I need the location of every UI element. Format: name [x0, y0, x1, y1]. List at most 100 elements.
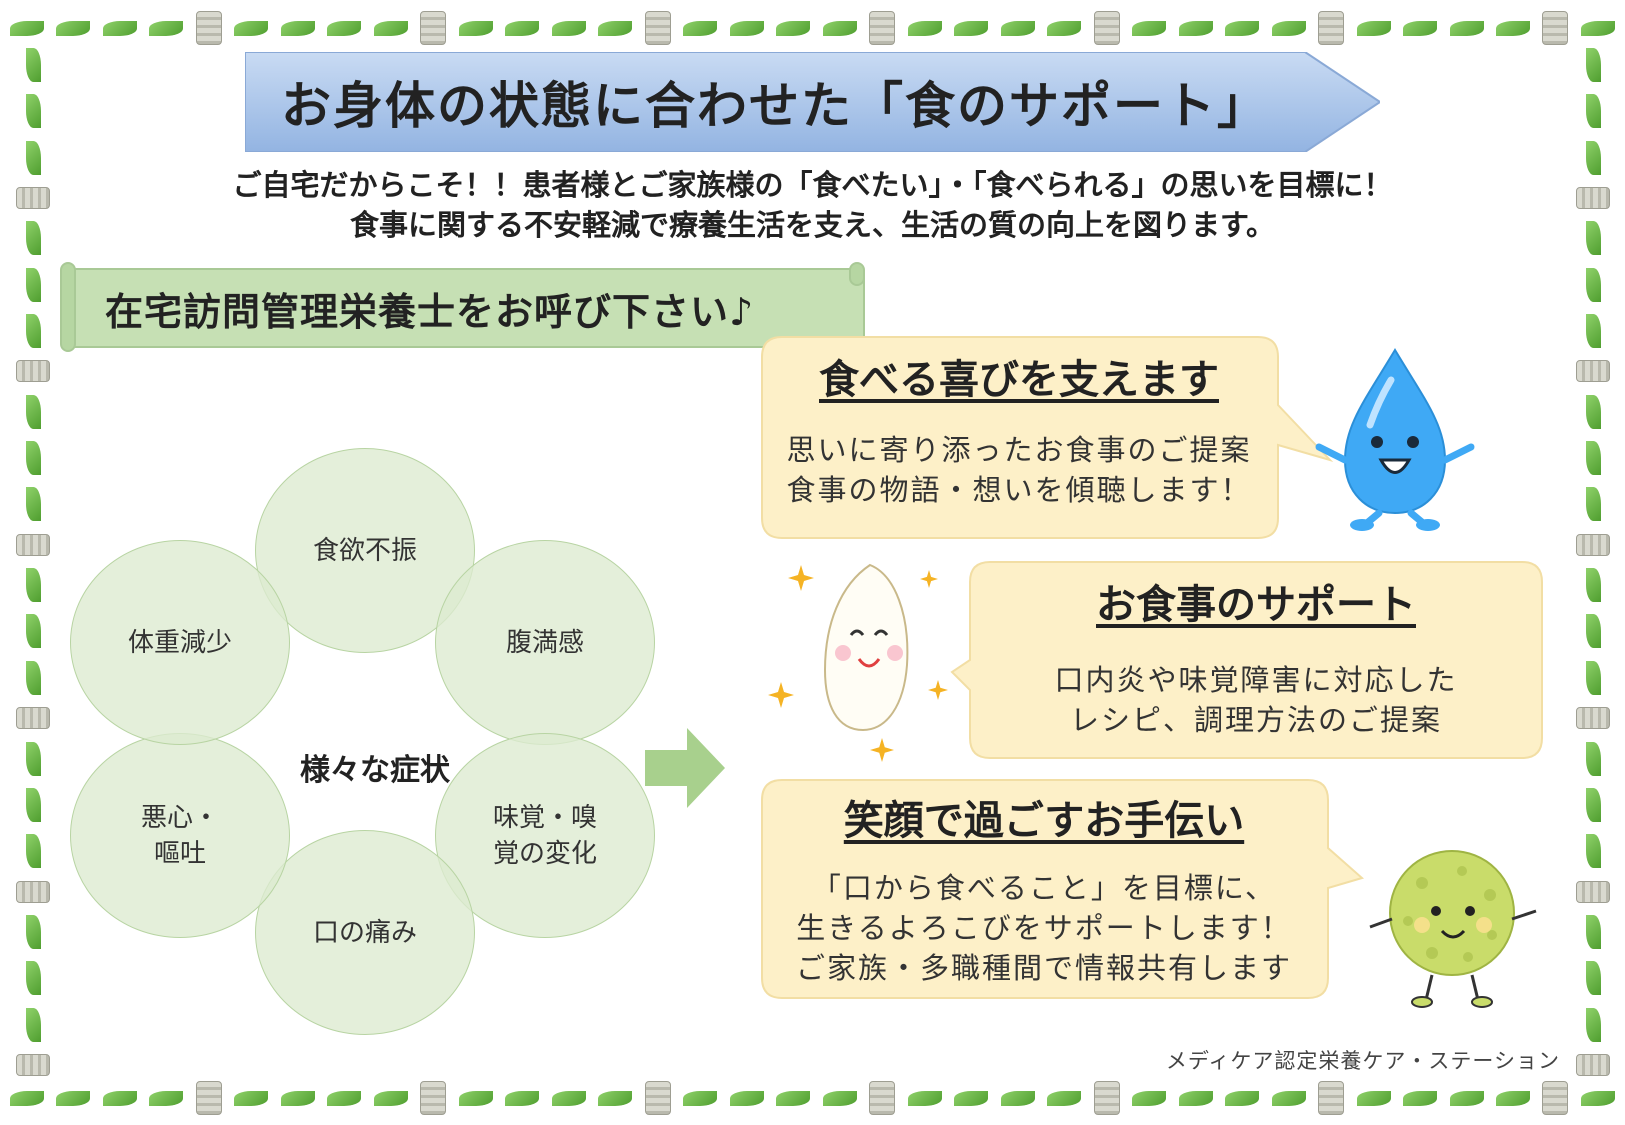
leaf-icon — [1403, 20, 1438, 36]
leaf-icon — [373, 20, 408, 36]
leaf-icon — [25, 1007, 41, 1042]
leaf-icon — [551, 20, 586, 36]
tea-can-icon — [420, 11, 447, 45]
symptom-label: 悪心・ 嘔吐 — [140, 802, 219, 869]
tea-can-icon — [1542, 11, 1569, 45]
leaf-icon — [1585, 441, 1601, 476]
leaf-icon — [56, 1090, 91, 1106]
leaf-icon — [1585, 961, 1601, 996]
leaf-icon — [1585, 394, 1601, 429]
tea-can-icon — [1576, 1053, 1610, 1076]
leaf-icon — [1585, 314, 1601, 349]
leaf-icon — [1585, 741, 1601, 776]
leaf-icon — [729, 1090, 764, 1106]
leaf-icon — [25, 914, 41, 949]
water-drop-character-icon — [1315, 348, 1475, 531]
sparkle-icon — [920, 570, 938, 588]
support-body-line: 「口から食べること」を目標に、 — [811, 871, 1277, 905]
leaf-icon — [551, 1090, 586, 1106]
tea-can-icon — [195, 11, 222, 45]
leaf-icon — [1047, 20, 1082, 36]
leaf-icon — [1356, 20, 1391, 36]
leaf-icon — [822, 20, 857, 36]
border-bottom — [10, 1078, 1615, 1118]
tea-can-icon — [1576, 880, 1610, 903]
leaf-icon — [373, 1090, 408, 1106]
leaf-icon — [1585, 914, 1601, 949]
speech-bubble-shape — [761, 779, 1365, 999]
leaf-icon — [25, 741, 41, 776]
leaf-icon — [25, 314, 41, 349]
support-body-line: 口内炎や味覚障害に対応した — [1054, 663, 1458, 697]
intro-line-1: ご自宅だからこそ！！患者様とご家族様の「食べたい」・「食べられる」の思いを目標に… — [232, 168, 1393, 202]
tea-can-icon — [16, 1053, 50, 1076]
leaf-icon — [1585, 94, 1601, 129]
call-out-scroll: 在宅訪問管理栄養士をお呼び下さい♪ — [60, 262, 865, 352]
sparkle-icon — [768, 682, 794, 708]
leaf-icon — [1225, 20, 1260, 36]
leaf-icon — [1585, 221, 1601, 256]
leaf-icon — [10, 1090, 44, 1106]
support-body-line: 食事の物語・想いを傾聴します！ — [786, 473, 1252, 507]
support-body-line: レシピ、調理方法のご提案 — [1069, 703, 1442, 737]
leaf-icon — [102, 20, 137, 36]
tea-can-icon — [16, 187, 50, 210]
leaf-icon — [1047, 1090, 1082, 1106]
leaf-icon — [1585, 487, 1601, 522]
leaf-icon — [776, 1090, 811, 1106]
leaf-icon — [1585, 834, 1601, 869]
page-title: お身体の状態に合わせた「食のサポート」 — [281, 77, 1269, 135]
leaf-icon — [25, 834, 41, 869]
leaf-icon — [1585, 1007, 1601, 1042]
leaf-icon — [10, 20, 44, 36]
leaf-icon — [327, 20, 362, 36]
leaf-icon — [1178, 20, 1213, 36]
leaf-icon — [1585, 787, 1601, 822]
tea-can-icon — [869, 11, 896, 45]
symptom-circle: 味覚・嗅 覚の変化 — [435, 733, 655, 938]
leaf-icon — [458, 20, 493, 36]
leaf-icon — [907, 1090, 942, 1106]
support-body: 口内炎や味覚障害に対応した レシピ、調理方法のご提案 — [970, 660, 1542, 740]
green-ball-character-icon — [1369, 850, 1537, 1008]
tea-can-icon — [1318, 11, 1345, 45]
leaf-icon — [25, 487, 41, 522]
tea-can-icon — [420, 1081, 447, 1115]
leaf-icon — [1271, 1090, 1306, 1106]
leaf-icon — [234, 20, 269, 36]
leaf-icon — [25, 94, 41, 129]
sparkle-icon — [928, 680, 948, 700]
tea-can-icon — [195, 1081, 222, 1115]
leaf-icon — [1403, 1090, 1438, 1106]
tea-can-icon — [1576, 533, 1610, 556]
symptom-label: 味覚・嗅 覚の変化 — [492, 802, 597, 869]
leaf-icon — [1495, 20, 1530, 36]
symptom-circle: 体重減少 — [70, 540, 290, 745]
speech-bubble-shape — [761, 336, 1334, 539]
leaf-icon — [822, 1090, 857, 1106]
leaf-icon — [729, 20, 764, 36]
support-title: 食べる喜びを支えます — [819, 357, 1219, 403]
support-body-line: ご家族・多職種間で情報共有します — [795, 951, 1292, 985]
leaf-icon — [954, 20, 989, 36]
leaf-icon — [149, 20, 184, 36]
leaf-icon — [25, 660, 41, 695]
tea-can-icon — [1318, 1081, 1345, 1115]
tea-can-icon — [1576, 360, 1610, 383]
leaf-icon — [25, 394, 41, 429]
leaf-icon — [280, 20, 315, 36]
leaf-icon — [1356, 1090, 1391, 1106]
intro-text: ご自宅だからこそ！！患者様とご家族様の「食べたい」・「食べられる」の思いを目標に… — [60, 165, 1565, 245]
leaf-icon — [683, 20, 718, 36]
leaf-icon — [102, 1090, 137, 1106]
tea-can-icon — [1093, 1081, 1120, 1115]
leaf-icon — [1585, 660, 1601, 695]
support-box-2: お食事のサポート 口内炎や味覚障害に対応した レシピ、調理方法のご提案 — [950, 560, 1545, 760]
leaf-icon — [1585, 614, 1601, 649]
leaf-icon — [1000, 1090, 1035, 1106]
support-title: お食事のサポート — [1096, 582, 1416, 628]
leaf-icon — [1449, 1090, 1484, 1106]
symptom-label: 体重減少 — [127, 627, 232, 658]
tea-can-icon — [1576, 187, 1610, 210]
leaf-icon — [280, 1090, 315, 1106]
